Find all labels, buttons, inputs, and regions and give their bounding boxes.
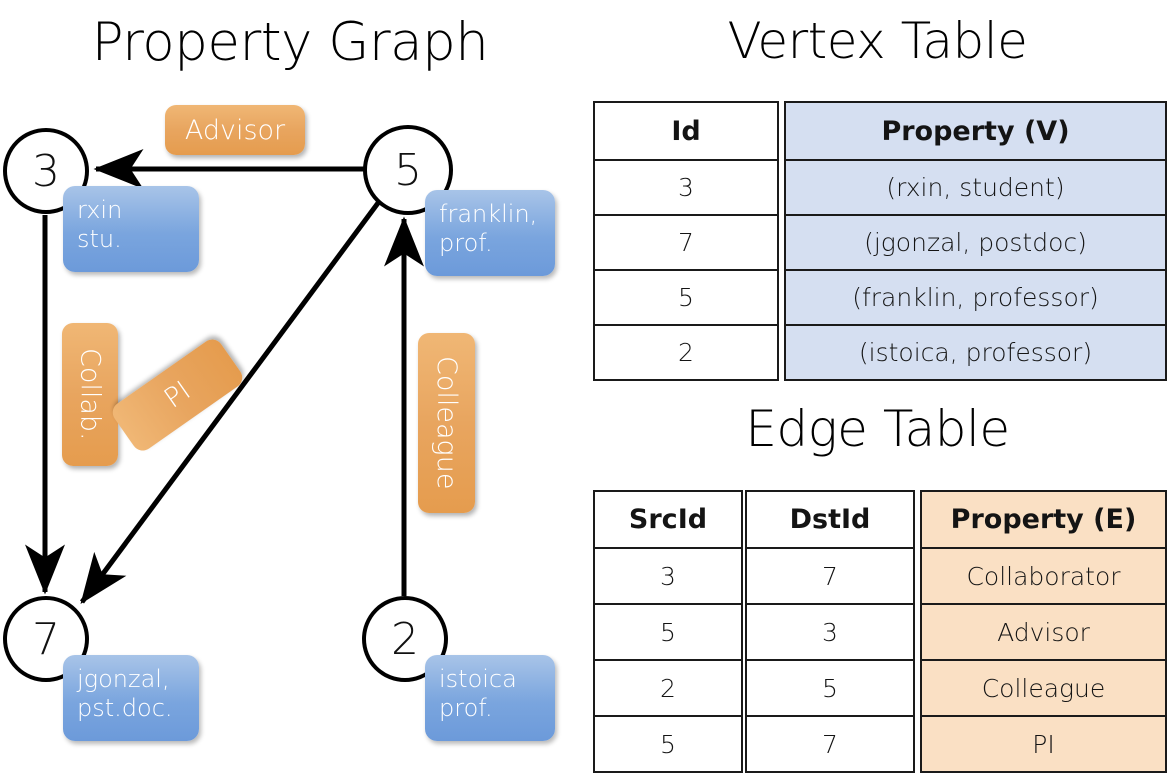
table-row[interactable]: (jgonzal, postdoc) [784,214,1167,271]
graph-node-3-label: 3 [32,145,60,197]
table-row[interactable]: Advisor [920,603,1167,661]
node-property-box-istoica: istoica prof. [425,655,555,741]
edge-line-pi [79,201,381,605]
graph-node-5-label: 5 [394,144,422,196]
vertex-table-id-column: Id 3 7 5 2 [593,101,779,381]
edge-cell-property: Advisor [920,603,1167,661]
table-row[interactable]: (istoica, professor) [784,324,1167,381]
edge-label-colleague: Colleague [418,333,475,513]
edge-cell-property: Colleague [920,659,1167,717]
node-property-franklin-line2: prof. [439,229,493,258]
table-row[interactable]: 5 [593,603,743,661]
edge-label-collab-text: Collab. [74,348,106,441]
edge-table-dstid-column: DstId 7 3 5 7 [745,490,915,773]
edge-header-property: Property (E) [920,490,1167,549]
edge-label-pi-text: PI [158,375,197,415]
edge-cell-srcid: 3 [593,547,743,605]
table-row[interactable]: 3 [745,603,915,661]
vertex-cell-property: (franklin, professor) [784,269,1167,326]
graph-node-7-label: 7 [32,613,60,665]
node-property-rxin-line1: rxin [77,196,123,224]
node-property-jgonzal-line1: jgonzal, [77,665,170,693]
graph-node-2[interactable]: 2 [362,596,448,682]
table-row[interactable]: 7 [745,547,915,605]
property-graph-diagram: 3 5 7 2 rxin stu. franklin, prof. jgonza… [0,0,585,760]
node-property-box-franklin: franklin, prof. [425,190,555,276]
node-property-rxin-line2: stu. [77,225,122,254]
table-row[interactable]: PI [920,715,1167,773]
table-row[interactable]: 3 [593,547,743,605]
edge-cell-dstid: 5 [745,659,915,717]
table-row[interactable]: 7 [593,214,779,271]
edge-header-dstid: DstId [745,490,915,549]
edge-cell-property: PI [920,715,1167,773]
edge-cell-srcid: 5 [593,715,743,773]
edge-cell-dstid: 7 [745,715,915,773]
table-header-row: Property (V) [784,101,1167,161]
table-header-row: Id [593,101,779,161]
node-property-box-jgonzal: jgonzal, pst.doc. [63,655,199,741]
edge-label-advisor: Advisor [165,105,305,155]
vertex-cell-id: 7 [593,214,779,271]
table-header-row: SrcId [593,490,743,549]
node-property-istoica-line1: istoica [439,665,517,693]
table-row[interactable]: 2 [593,659,743,717]
vertex-cell-id: 3 [593,159,779,216]
node-property-box-rxin: rxin stu. [63,186,199,272]
edge-label-collab: Collab. [62,323,118,466]
vertex-cell-property: (istoica, professor) [784,324,1167,381]
edge-cell-dstid: 3 [745,603,915,661]
edge-table-property-column: Property (E) Collaborator Advisor Collea… [920,490,1167,773]
table-header-row: Property (E) [920,490,1167,549]
vertex-header-id: Id [593,101,779,161]
table-row[interactable]: Colleague [920,659,1167,717]
table-row[interactable]: 5 [745,659,915,717]
graph-edge-lines [25,149,424,605]
vertex-cell-property: (jgonzal, postdoc) [784,214,1167,271]
vertex-cell-id: 2 [593,324,779,381]
table-row[interactable]: 5 [593,269,779,326]
table-row[interactable]: 2 [593,324,779,381]
graph-node-2-label: 2 [391,613,419,665]
graph-node-5[interactable]: 5 [363,125,453,215]
page-title-vertex-table: Vertex Table [727,12,1028,70]
edge-label-colleague-text: Colleague [431,356,462,490]
table-row[interactable]: Collaborator [920,547,1167,605]
vertex-cell-property: (rxin, student) [784,159,1167,216]
table-header-row: DstId [745,490,915,549]
edge-cell-srcid: 5 [593,603,743,661]
table-row[interactable]: (rxin, student) [784,159,1167,216]
edge-cell-property: Collaborator [920,547,1167,605]
edge-header-srcid: SrcId [593,490,743,549]
edge-cell-dstid: 7 [745,547,915,605]
edge-label-advisor-text: Advisor [184,114,286,146]
page-title-property-graph: Property Graph [91,12,489,73]
node-property-jgonzal-line2: pst.doc. [77,694,173,723]
edge-cell-srcid: 2 [593,659,743,717]
table-row[interactable]: 3 [593,159,779,216]
vertex-cell-id: 5 [593,269,779,326]
node-property-istoica-line2: prof. [439,694,493,723]
page-title-edge-table: Edge Table [745,400,1010,458]
node-property-franklin-line1: franklin, [439,200,538,228]
table-row[interactable]: (franklin, professor) [784,269,1167,326]
edge-table-srcid-column: SrcId 3 5 2 5 [593,490,743,773]
vertex-header-property: Property (V) [784,101,1167,161]
table-row[interactable]: 5 [593,715,743,773]
table-row[interactable]: 7 [745,715,915,773]
vertex-table-property-column: Property (V) (rxin, student) (jgonzal, p… [784,101,1167,381]
